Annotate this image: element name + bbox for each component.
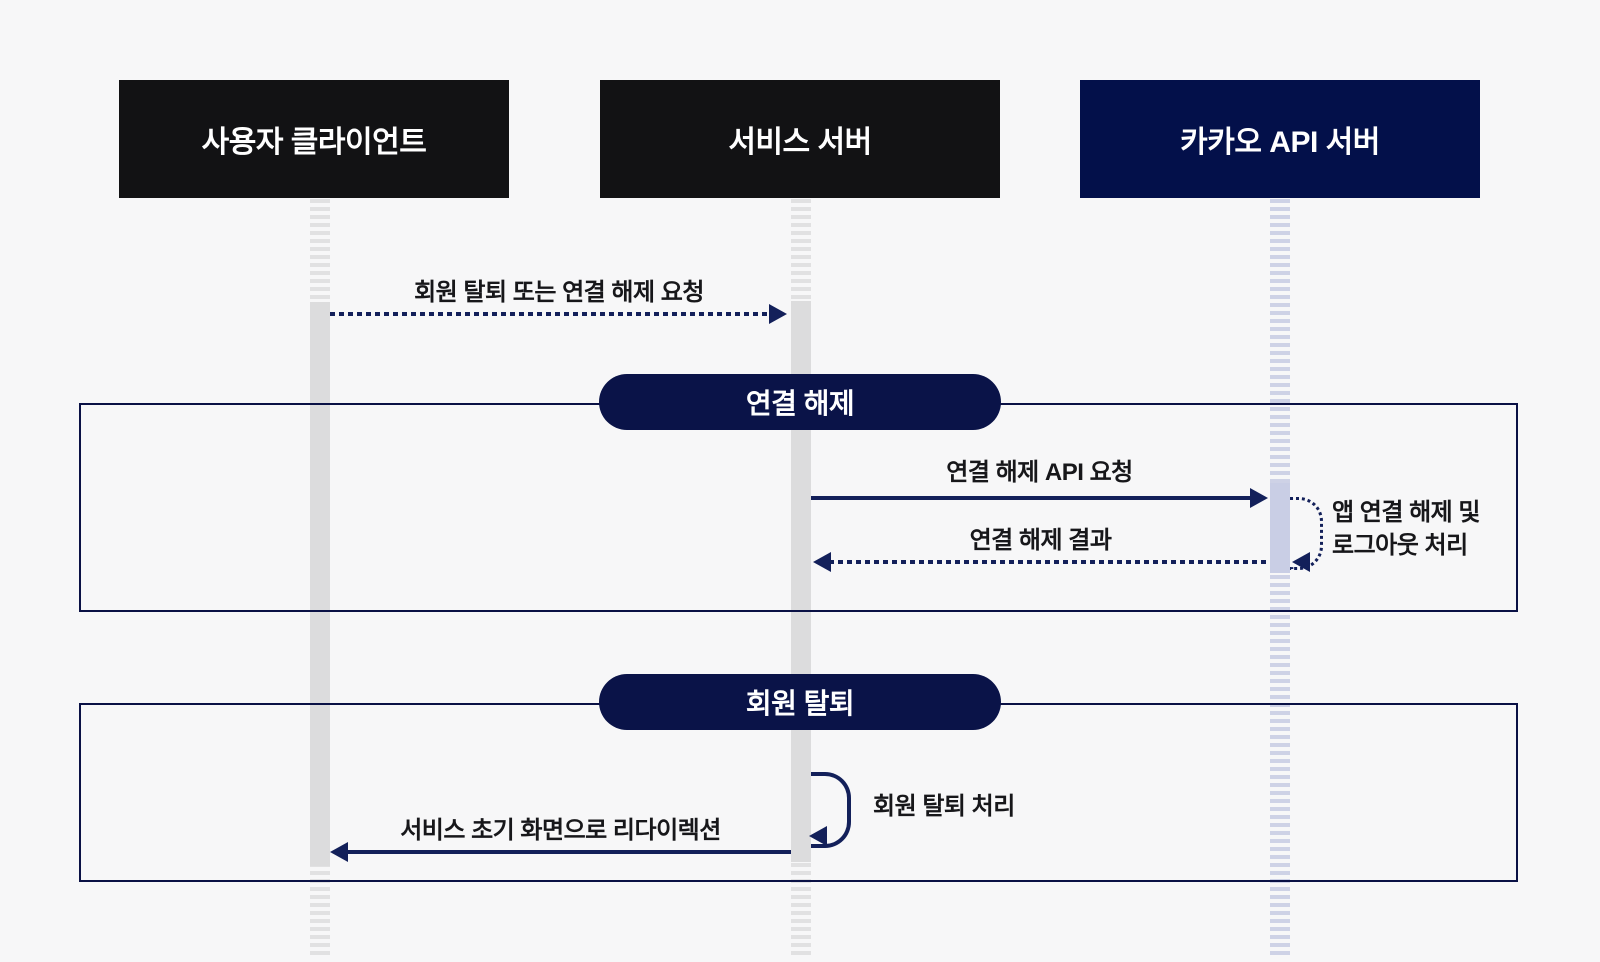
arrowhead-left-icon <box>813 552 831 572</box>
activation-user-client <box>310 302 330 866</box>
message-line-unlink-api-request <box>811 496 1251 500</box>
actor-kakao-api-server-label: 카카오 API 서버 <box>1180 126 1380 159</box>
lifeline-kakao-api-server <box>1270 199 1290 958</box>
message-label-app-unlink-logout-line2: 로그아웃 처리 <box>1332 532 1468 559</box>
self-message-loop-withdraw-process <box>811 772 851 848</box>
arrowhead-left-icon <box>330 842 348 862</box>
message-line-unlink-result <box>829 560 1268 564</box>
message-label-withdraw-or-unlink-request: 회원 탈퇴 또는 연결 해제 요청 <box>414 279 704 306</box>
group-pill-withdraw: 회원 탈퇴 <box>599 674 1001 730</box>
message-label-app-unlink-logout-line1: 앱 연결 해제 및 <box>1332 499 1480 526</box>
actor-user-client: 사용자 클라이언트 <box>119 80 509 198</box>
message-label-withdraw-process-line: 회원 탈퇴 처리 <box>873 793 1015 820</box>
message-label-app-unlink-logout: 앱 연결 해제 및 로그아웃 처리 <box>1332 496 1480 562</box>
actor-service-server-label: 서비스 서버 <box>728 126 872 159</box>
arrowhead-left-icon <box>809 826 827 846</box>
actor-service-server: 서비스 서버 <box>600 80 1000 198</box>
message-label-unlink-result: 연결 해제 결과 <box>969 527 1112 554</box>
actor-user-client-label: 사용자 클라이언트 <box>201 126 427 159</box>
message-label-withdraw-process: 회원 탈퇴 처리 <box>873 790 1015 823</box>
actor-kakao-api-server: 카카오 API 서버 <box>1080 80 1480 198</box>
activation-kakao-api-server <box>1270 483 1290 573</box>
arrowhead-right-icon <box>769 304 787 324</box>
group-pill-unlink-label: 연결 해제 <box>745 388 855 419</box>
group-pill-withdraw-label: 회원 탈퇴 <box>745 688 855 719</box>
arrowhead-right-icon <box>1250 488 1268 508</box>
message-label-unlink-api-request: 연결 해제 API 요청 <box>946 459 1133 486</box>
message-line-redirect-initial-screen <box>346 850 791 854</box>
message-label-redirect-initial-screen: 서비스 초기 화면으로 리다이렉션 <box>400 817 721 844</box>
group-pill-unlink: 연결 해제 <box>599 374 1001 430</box>
arrowhead-left-icon <box>1292 552 1310 572</box>
message-line-withdraw-or-unlink-request <box>330 312 770 316</box>
